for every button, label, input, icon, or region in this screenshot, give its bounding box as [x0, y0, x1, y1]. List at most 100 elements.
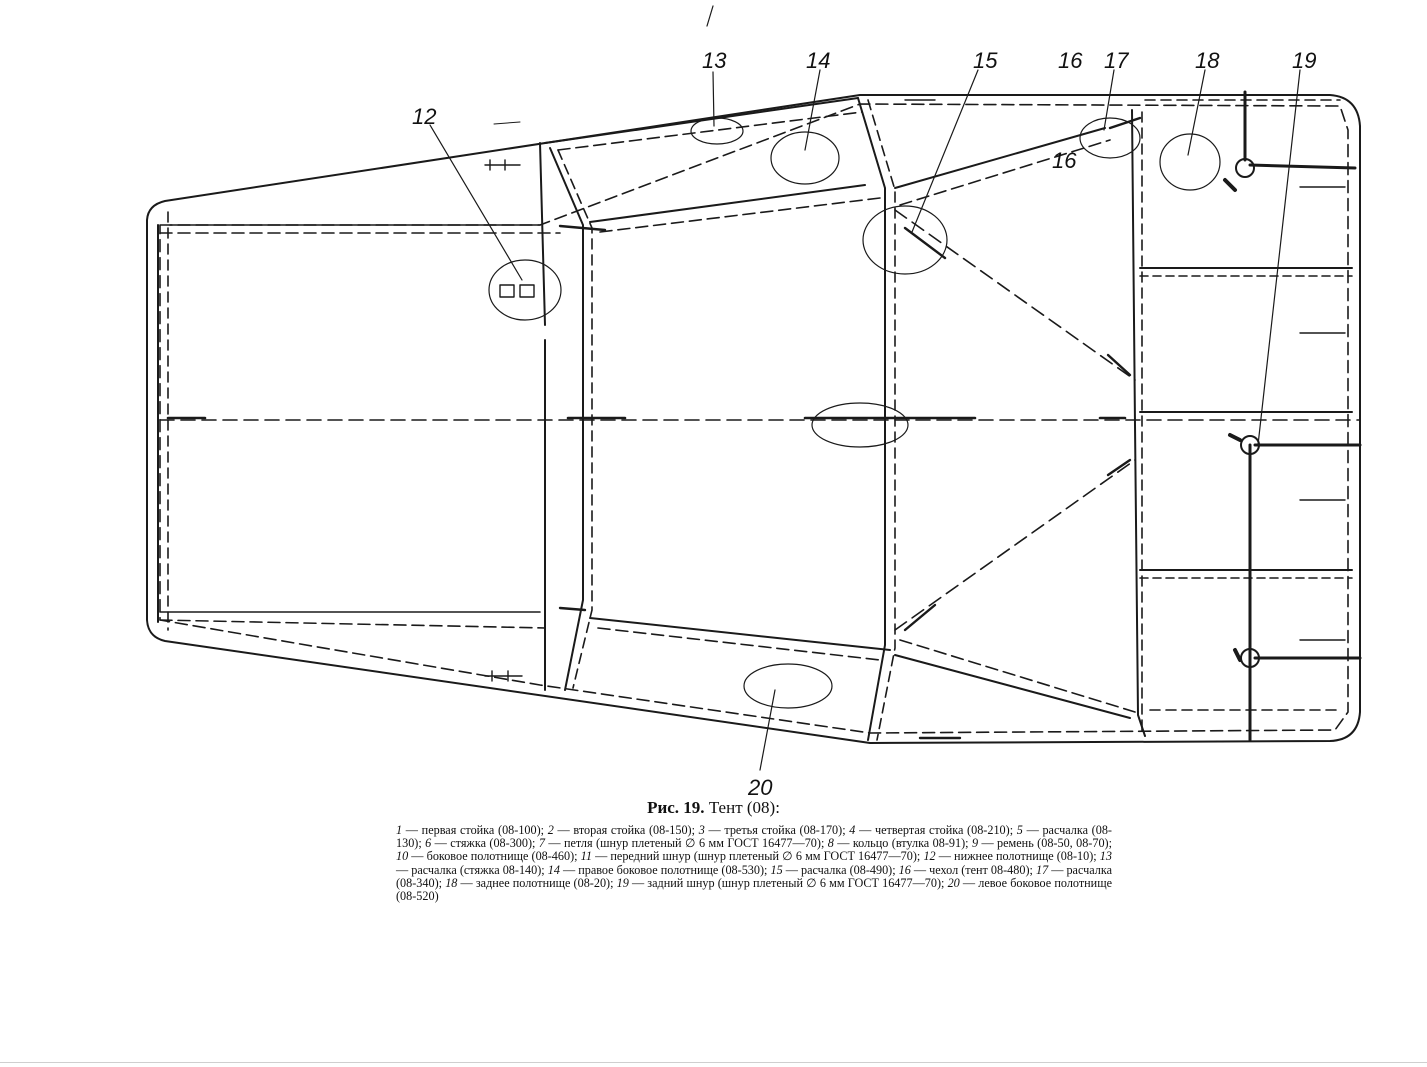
caption-title: Тент (08):: [708, 798, 780, 817]
diagonal-brace-upper: [894, 209, 1136, 381]
legend-item: 10 — боковое полотнище (08-460);: [396, 849, 581, 863]
rib-third: [857, 97, 886, 741]
leader-18: [1187, 69, 1206, 156]
callout-14: 14: [806, 48, 830, 73]
legend-item-number: 1: [396, 823, 403, 837]
legend-item: 11 — передний шнур (шнур плетеный ∅ 6 мм…: [581, 849, 924, 863]
rib-second: [539, 142, 546, 691]
legend-item-text: — правое боковое полотнище (08-530);: [559, 862, 771, 877]
legend-item: 18 — заднее полотнище (08-20);: [445, 876, 616, 890]
callout-18: 18: [1195, 48, 1220, 73]
legend-item: 9 — ремень (08-50, 08-70);: [972, 836, 1112, 850]
legend-item-text: — ремень (08-50, 08-70);: [978, 836, 1112, 851]
callout-16: 16: [1058, 48, 1083, 73]
legend-item: 17 — расчалка (08-340);: [396, 863, 1112, 890]
rib-rear: [1131, 109, 1146, 737]
legend-item-number: 10: [396, 849, 409, 864]
legend-item-text: — левое боковое полотнище (08-520): [396, 875, 1112, 904]
callout-13: 13: [702, 48, 727, 73]
legend-item-number: 11: [580, 849, 592, 864]
detail-ellipse-20: [743, 663, 833, 709]
legend-item-text: — расчалка (стяжка 08-140);: [396, 862, 548, 877]
stray-mark: [706, 5, 714, 27]
legend-item-number: 15: [770, 862, 783, 877]
legend-item-number: 6: [425, 836, 432, 851]
label-16-on-drawing: 16: [1052, 148, 1077, 173]
callout-20: 20: [747, 775, 773, 800]
legend-item: 16 — чехол (тент 08-480);: [899, 863, 1036, 877]
legend-item-text: — кольцо (втулка 08-91);: [833, 836, 972, 851]
leader-19: [1257, 69, 1301, 446]
legend-item-text: — петля (шнур плетеный ∅ 6 мм ГОСТ 16477…: [544, 836, 828, 851]
leader-12: [429, 124, 523, 281]
figure-legend: 1 — первая стойка (08-100); 2 — вторая с…: [396, 823, 1112, 903]
legend-item: 12 — нижнее полотнище (08-10);: [923, 849, 1099, 863]
legend-item-text: — вторая стойка (08-150);: [553, 823, 699, 837]
legend-item-number: 19: [616, 875, 629, 890]
legend-item-text: — заднее полотнище (08-20);: [457, 875, 617, 890]
tent-outline: [146, 94, 1361, 744]
detail-ellipse-17: [1079, 117, 1141, 159]
legend-item: 14 — правое боковое полотнище (08-530);: [548, 863, 771, 877]
tent-inner-outline: [159, 103, 1349, 734]
legend-item: 8 — кольцо (втулка 08-91);: [828, 836, 972, 850]
legend-item: 19 — задний шнур (шнур плетеный ∅ 6 мм Г…: [617, 876, 948, 890]
legend-item: 2 — вторая стойка (08-150);: [548, 823, 699, 837]
legend-item-number: 18: [445, 875, 458, 890]
caption-prefix: Рис. 19.: [647, 798, 705, 817]
legend-item-number: 13: [1099, 849, 1112, 864]
detail-ellipse-center: [811, 402, 909, 448]
callout-17: 17: [1104, 48, 1129, 73]
callout-19: 19: [1292, 48, 1316, 73]
legend-item-text: — боковое полотнище (08-460);: [408, 849, 581, 864]
legend-item: 7 — петля (шнур плетеный ∅ 6 мм ГОСТ 164…: [539, 836, 828, 850]
legend-item: 3 — третья стойка (08-170);: [699, 823, 850, 837]
legend-item-number: 7: [538, 836, 545, 851]
stray-mark: [493, 121, 521, 125]
leader-15: [911, 69, 979, 233]
legend-item: 20 — левое боковое полотнище (08-520): [396, 876, 1112, 903]
legend-item-text: — расчалка (08-340);: [396, 862, 1112, 890]
rear-cord: [1243, 90, 1362, 742]
legend-item-text: — расчалка (08-490);: [782, 862, 899, 877]
leader-13: [712, 71, 715, 127]
detail-ellipse-18: [1159, 133, 1221, 191]
legend-item: 15 — расчалка (08-490);: [770, 863, 898, 877]
legend-item-text: — стяжка (08-300);: [431, 836, 539, 851]
legend-item: 5 — расчалка (08-130);: [396, 823, 1112, 850]
legend-item: 6 — стяжка (08-300);: [425, 836, 539, 850]
legend-item-number: 14: [547, 862, 560, 877]
diagonal-brace-lower: [894, 459, 1136, 631]
legend-item-text: — четвертая стойка (08-210);: [855, 823, 1017, 837]
legend-item-number: 2: [547, 823, 554, 837]
figure-caption: Рис. 19. Тент (08):: [0, 798, 1427, 818]
legend-item-number: 12: [923, 849, 936, 864]
detail-ellipse-15: [862, 205, 948, 275]
legend-item: 1 — первая стойка (08-100);: [396, 823, 548, 837]
legend-item-text: — чехол (тент 08-480);: [910, 862, 1036, 877]
legend-item-number: 20: [947, 875, 960, 890]
leader-14: [804, 69, 821, 151]
legend-item-text: — третья стойка (08-170);: [704, 823, 850, 837]
legend-item-number: 3: [698, 823, 705, 837]
legend-item: 13 — расчалка (стяжка 08-140);: [396, 849, 1112, 876]
legend-item-number: 4: [849, 823, 856, 837]
leader-20: [759, 689, 776, 771]
callout-12: 12: [412, 104, 436, 129]
legend-item-number: 5: [1016, 823, 1023, 837]
page-divider: [0, 1062, 1427, 1063]
legend-item-number: 16: [898, 862, 911, 877]
legend-item-number: 9: [971, 836, 979, 851]
legend-item-number: 17: [1035, 862, 1049, 877]
detail-ellipse-13: [690, 117, 744, 145]
detail-ellipse-14: [770, 131, 840, 185]
legend-item-text: — расчалка (08-130);: [396, 823, 1112, 851]
leader-17: [1103, 69, 1115, 131]
callout-15: 15: [973, 48, 998, 73]
legend-item-text: — задний шнур (шнур плетеный ∅ 6 мм ГОСТ…: [628, 875, 948, 890]
legend-item-text: — нижнее полотнище (08-10);: [935, 849, 1100, 864]
legend-item-text: — передний шнур (шнур плетеный ∅ 6 мм ГО…: [591, 849, 924, 864]
legend-item-number: 8: [827, 836, 834, 851]
detail-ellipse-12: [488, 259, 562, 321]
